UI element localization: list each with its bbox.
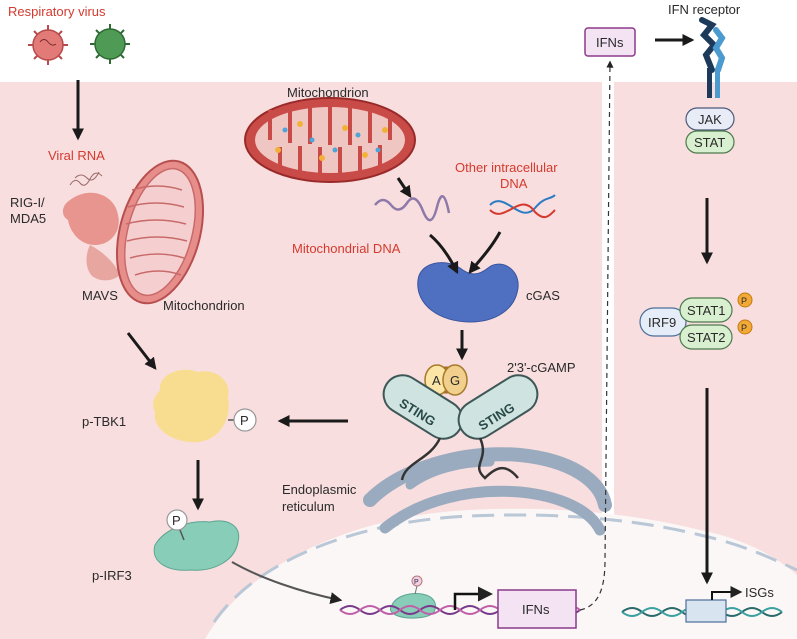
label-mitochondrial-dna: Mitochondrial DNA — [292, 241, 401, 256]
label-irf9: IRF9 — [648, 315, 676, 330]
stat2-box — [679, 324, 733, 350]
sting-dimer — [382, 374, 539, 481]
stat2-phospho — [737, 319, 753, 335]
label-cgamp-a: A — [432, 373, 441, 388]
respiratory-virus-red — [28, 25, 68, 65]
label-cgamp: 2'3'-cGAMP — [507, 360, 576, 375]
label-mda5: MDA5 — [10, 211, 46, 226]
label-other-dna-1: Other intracellular — [455, 160, 558, 175]
label-p-irf3: p-IRF3 — [92, 568, 132, 583]
other-dna-helix — [489, 194, 556, 219]
label-stat2: STAT2 — [687, 330, 726, 345]
label-mitochondrion-top: Mitochondrion — [287, 85, 369, 100]
label-stat: STAT — [694, 135, 725, 150]
label-viral-rna: Viral RNA — [48, 148, 105, 163]
tbk1-phospho — [233, 408, 257, 432]
nuclear-phospho-link — [414, 585, 418, 595]
label-isgs: ISGs — [745, 585, 774, 600]
label-mitochondrion-left: Mitochondrion — [163, 298, 245, 313]
label-ifn-receptor: IFN receptor — [668, 2, 741, 17]
irf3-protein — [153, 520, 240, 571]
label-other-dna-2: DNA — [500, 176, 528, 191]
ifns-promoter-arrow — [453, 586, 493, 610]
jak-box — [685, 107, 735, 131]
label-p-tbk1: p-TBK1 — [82, 414, 126, 429]
viral-rna-strand — [69, 171, 103, 186]
stat1-phospho — [737, 292, 753, 308]
label-nuclear-phospho: P — [414, 579, 419, 586]
label-rig-i: RIG-I/ — [10, 195, 45, 210]
label-ifns-nucleus: IFNs — [522, 602, 550, 617]
rig-i-mda5-protein — [62, 192, 119, 245]
nuclear-envelope — [212, 513, 797, 623]
label-irf3-phospho: P — [172, 513, 181, 528]
label-stat1-p: P — [741, 296, 747, 306]
mitochondrion-left — [115, 159, 205, 305]
stat1-box — [679, 297, 733, 323]
label-cgas: cGAS — [526, 288, 560, 303]
ifn-receptor — [699, 17, 726, 98]
pathway-arrows — [72, 34, 713, 611]
label-stat1: STAT1 — [687, 303, 726, 318]
label-jak: JAK — [698, 112, 722, 127]
mitochondrion-top — [244, 97, 416, 183]
mavs-protein — [86, 245, 120, 281]
isgs-gene-box — [685, 599, 727, 623]
isgs-promoter-arrow — [711, 586, 743, 600]
irf3-link — [179, 529, 185, 541]
label-respiratory-virus: Respiratory virus — [8, 4, 106, 19]
label-cgamp-g: G — [450, 373, 460, 388]
label-er-1: Endoplasmic — [282, 482, 357, 497]
label-stat2-p: P — [741, 323, 747, 333]
cgas-protein — [417, 262, 519, 323]
respiratory-virus-green — [90, 24, 130, 64]
irf9-box — [639, 307, 687, 337]
label-mavs: MAVS — [82, 288, 118, 303]
mitochondrial-dna-strand — [374, 195, 451, 222]
irf3-phospho — [166, 509, 188, 531]
ifns-secreted-box — [584, 27, 636, 57]
ifns-gene-box — [497, 589, 577, 629]
tbk1-protein — [153, 369, 229, 443]
stat-box — [685, 130, 735, 154]
cgamp-g — [442, 364, 468, 396]
label-ifns-secreted: IFNs — [596, 35, 624, 50]
label-er-2: reticulum — [282, 499, 335, 514]
label-tbk1-phospho: P — [240, 413, 249, 428]
